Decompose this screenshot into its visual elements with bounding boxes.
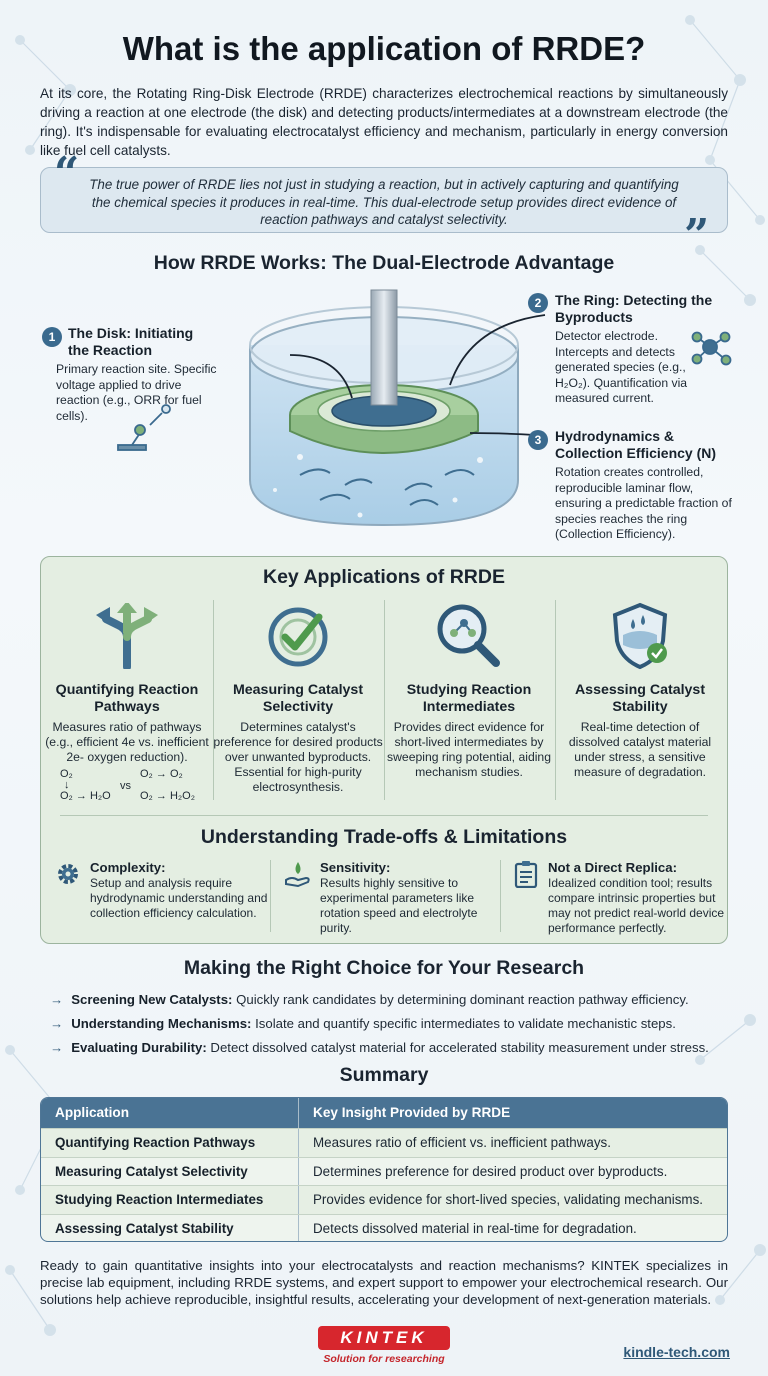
tradeoff-sensitivity-title: Sensitivity: [320,860,391,875]
table-header: Application Key Insight Provided by RRDE [41,1098,727,1128]
equation-vs: vs [120,780,131,792]
callout-hydrodynamics-title: Hydrodynamics & Collection Efficiency (N… [555,428,717,461]
column-divider [270,860,271,932]
kintek-logo: KINTEK Solution for researching [318,1326,450,1366]
callout-disk-body: Primary reaction site. Specific voltage … [56,362,217,423]
step-number-1: 1 [42,327,62,347]
list-item: →Understanding Mechanisms: Isolate and q… [50,1016,676,1031]
application-selectivity-title: Measuring Catalyst Selectivity [232,682,364,715]
intro-paragraph: At its core, the Rotating Ring-Disk Elec… [40,86,728,158]
application-pathways-body: Measures ratio of pathways (e.g., effici… [45,720,209,764]
molecule-icon [691,331,732,366]
table-row: Measuring Catalyst Selectivity Determine… [41,1156,727,1185]
page-title: What is the application of RRDE? [122,30,646,67]
summary-title: Summary [339,1064,429,1086]
column-divider [500,860,501,932]
callout-disk: 1 The Disk: Initiating the Reaction Prim… [42,325,232,424]
tradeoff-complexity-body: Setup and analysis require hydrodynamic … [90,876,268,920]
callout-ring: 2 The Ring: Detecting the Byproducts Det… [528,292,728,407]
choice-list: →Screening New Catalysts: Quickly rank c… [50,992,740,1064]
equation-left-bottom: O₂ → H₂O [60,790,111,802]
application-selectivity-body: Determines catalyst's preference for des… [213,720,383,794]
rrde-diagram [117,289,732,527]
table-row: Assessing Catalyst Stability Detects dis… [41,1213,727,1241]
table-row: Studying Reaction Intermediates Provides… [41,1185,727,1214]
callout-ring-body: Detector electrode. Intercepts and detec… [555,329,688,405]
application-intermediates-body: Provides direct evidence for short-lived… [387,720,551,779]
target-check-icon [213,596,383,676]
quote-text: The true power of RRDE lies not just in … [89,177,679,227]
logo-tagline: Solution for researching [323,1353,445,1365]
clipboard-icon [514,861,538,888]
callout-ring-title: The Ring: Detecting the Byproducts [555,292,713,325]
equation-right-bottom: O₂ → H₂O₂ [140,790,195,802]
hand-drop-icon [285,862,310,888]
application-intermediates: Studying Reaction Intermediates Provides… [384,596,554,802]
list-item: →Evaluating Durability: Detect dissolved… [50,1040,709,1055]
callout-hydrodynamics: 3 Hydrodynamics & Collection Efficiency … [528,428,733,543]
application-pathways-title: Quantifying Reaction Pathways [55,682,199,715]
equation-right-top: O₂ → O₂ [140,768,183,780]
callout-disk-title: The Disk: Initiating the Reaction [68,325,194,358]
table-body: Quantifying Reaction Pathways Measures r… [41,1128,727,1241]
applications-title: Key Applications of RRDE [263,566,505,588]
step-number-3: 3 [528,430,548,450]
tradeoff-sensitivity-body: Results highly sensitive to experimental… [320,876,478,935]
disk-reaction-icon [117,404,171,451]
tradeoff-replica: Not a Direct Replica: Idealized conditio… [512,860,726,935]
arrow-right-icon: → [50,1016,64,1031]
close-quote-icon: ” [684,210,710,261]
quote-box [40,167,728,233]
how-section-title: How RRDE Works: The Dual-Electrode Advan… [153,252,615,274]
choice-title: Making the Right Choice for Your Researc… [183,957,585,979]
application-stability-body: Real-time detection of dissolved catalys… [568,720,712,779]
summary-table: Application Key Insight Provided by RRDE… [40,1097,728,1242]
section-divider [60,815,708,816]
arrow-right-icon: → [50,992,64,1007]
shaft-icon [370,289,398,406]
website-link[interactable]: kindle-tech.com [623,1344,730,1360]
closing-paragraph: Ready to gain quantitative insights into… [40,1258,728,1307]
magnifier-molecule-icon [384,596,554,676]
column-divider [555,600,556,800]
tradeoff-complexity: Complexity: Setup and analysis require h… [54,860,274,935]
table-row: Quantifying Reaction Pathways Measures r… [41,1128,727,1157]
equation-left-top: O₂ [60,768,73,780]
column-divider [384,600,385,800]
application-stability: Assessing Catalyst Stability Real-time d… [555,596,725,802]
application-intermediates-title: Studying Reaction Intermediates [406,682,532,715]
list-item: →Screening New Catalysts: Quickly rank c… [50,992,689,1007]
tradeoff-sensitivity: Sensitivity: Results highly sensitive to… [284,860,498,935]
arrow-right-icon: → [50,1040,64,1055]
gear-icon [58,864,78,884]
application-pathways: Quantifying Reaction Pathways Measures r… [42,596,212,802]
logo-wordmark: KINTEK [318,1326,450,1350]
shield-drop-icon [555,596,725,676]
tradeoffs-title: Understanding Trade-offs & Limitations [200,826,568,848]
branching-arrows-icon [42,596,212,676]
equation-down-arrow-icon: ↓ [64,779,70,791]
column-divider [213,600,214,800]
step-number-2: 2 [528,293,548,313]
application-selectivity: Measuring Catalyst Selectivity Determine… [213,596,383,802]
tradeoff-replica-title: Not a Direct Replica: [548,860,677,875]
tradeoff-complexity-title: Complexity: [90,860,166,875]
tradeoff-replica-body: Idealized condition tool; results compar… [548,876,725,935]
open-quote-icon: “ [54,148,80,199]
callout-hydrodynamics-body: Rotation creates controlled, reproducibl… [555,465,732,541]
flow-arrows-icon [299,468,475,506]
application-stability-title: Assessing Catalyst Stability [574,682,706,715]
